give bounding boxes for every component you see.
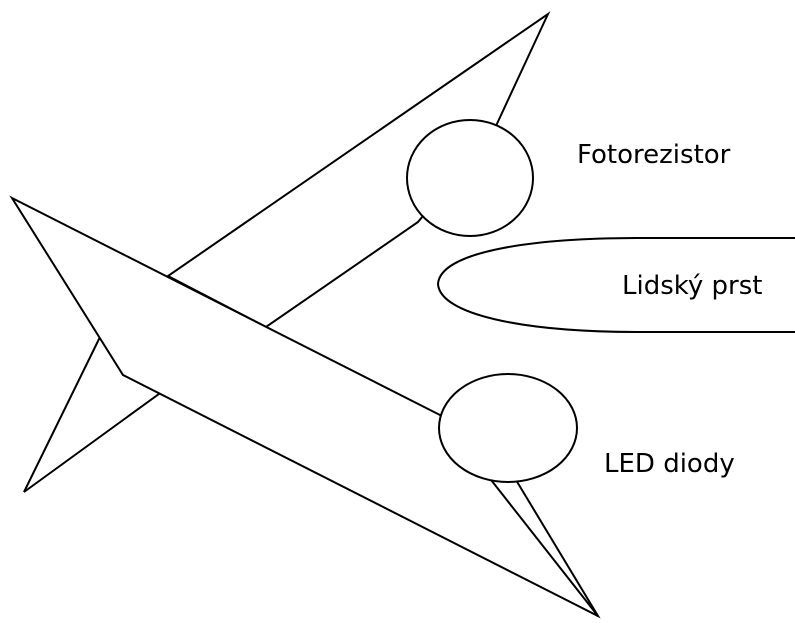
led-label: LED diody [604, 449, 735, 479]
finger-label: Lidský prst [622, 271, 762, 301]
upper-clip-arm [166, 11, 551, 329]
clip-body [9, 195, 599, 617]
photoresistor-circle [406, 119, 534, 237]
led-circle [438, 373, 578, 483]
finger-shape [436, 237, 795, 333]
photoresistor-label: Fotorezistor [577, 140, 731, 170]
